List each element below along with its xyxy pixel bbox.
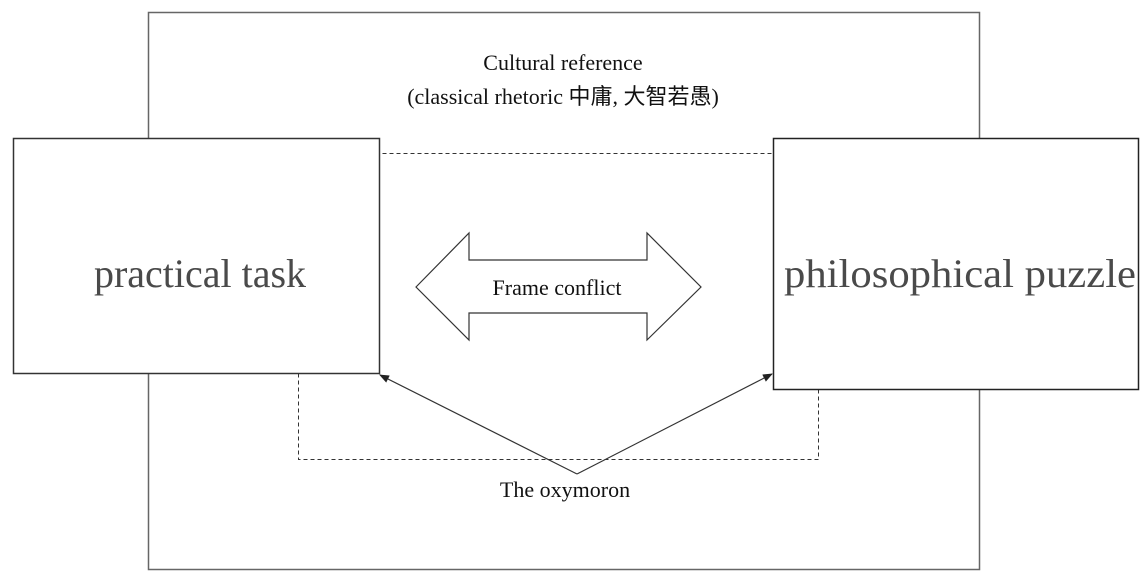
outer-frame-label-line1: Cultural reference: [483, 50, 642, 75]
oxymoron-to-practical-arrow: [379, 374, 578, 475]
oxymoron-to-philosophical-arrow: [576, 373, 773, 475]
outer-frame-label-line2: (classical rhetoric 中庸, 大智若愚): [407, 84, 719, 109]
frame-conflict-label: Frame conflict: [493, 275, 622, 300]
philosophical-puzzle-label: philosophical puzzle: [784, 251, 1136, 296]
frame-conflict-double-arrow: [415, 231, 702, 342]
practical-task-box: [12, 137, 381, 375]
philosophical-puzzle-box: [772, 137, 1140, 391]
oxymoron-label: The oxymoron: [500, 477, 630, 502]
practical-task-label: practical task: [94, 251, 306, 296]
